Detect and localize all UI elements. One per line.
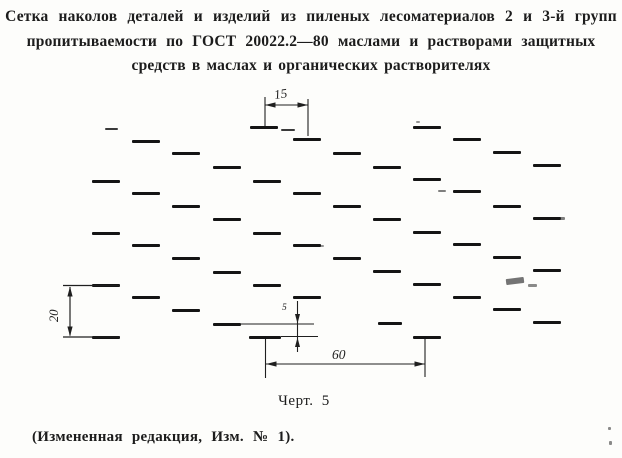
ink-speck [416, 121, 420, 123]
puncture-dash [253, 180, 281, 183]
dimension-label-20: 20 [47, 309, 61, 322]
puncture-dash [250, 126, 278, 129]
puncture-dash [413, 231, 441, 234]
dimension-label-60: 60 [332, 347, 346, 362]
puncture-dash [493, 308, 521, 311]
ink-speck [609, 441, 612, 445]
puncture-dash [453, 190, 481, 193]
puncture-dash [373, 166, 401, 169]
ink-speck [560, 217, 565, 220]
title-line: средств в маслах и органических раствори… [131, 57, 491, 74]
puncture-dash [172, 257, 200, 260]
ink-speck [320, 245, 324, 247]
puncture-dash [333, 257, 361, 260]
puncture-dash [92, 180, 120, 183]
puncture-dash [413, 283, 441, 286]
title-line: пропитываемости по ГОСТ 20022.2—80 масла… [26, 32, 596, 50]
puncture-dash [413, 178, 441, 181]
puncture-dash [378, 322, 402, 325]
puncture-dash [293, 296, 321, 299]
puncture-dash [453, 296, 481, 299]
figure-title: Сетка наколов деталей и изделий из пилен… [0, 5, 622, 79]
puncture-dash [213, 166, 241, 169]
puncture-dash [533, 217, 561, 220]
puncture-dash [413, 126, 441, 129]
puncture-dash [493, 151, 521, 154]
puncture-dash [293, 138, 321, 141]
puncture-dash [253, 284, 281, 287]
ink-speck [608, 427, 611, 430]
puncture-dash [172, 152, 200, 155]
puncture-dash [453, 138, 481, 141]
puncture-dash [293, 244, 321, 247]
ink-speck [528, 284, 537, 287]
puncture-dash [213, 323, 241, 326]
puncture-dash [533, 164, 561, 167]
dimension-top-15: 15 [264, 85, 309, 136]
figure-caption: Черт. 5 [278, 393, 330, 409]
puncture-dash [493, 205, 521, 208]
puncture-dash [213, 271, 241, 274]
puncture-dash [413, 336, 441, 339]
puncture-dash [533, 321, 561, 324]
puncture-dash [213, 218, 241, 221]
title-line: Сетка наколов деталей и изделий из пилен… [5, 8, 617, 25]
puncture-dash [92, 232, 120, 235]
dimension-label-5: 5 [282, 303, 287, 313]
puncture-dash [333, 152, 361, 155]
puncture-dash [373, 218, 401, 221]
puncture-dash [132, 140, 160, 143]
puncture-dash [333, 205, 361, 208]
puncture-dash [453, 243, 481, 246]
puncture-dash [533, 269, 561, 272]
amendment-note: (Измененная редакция, Изм. № 1). [32, 429, 295, 445]
puncture-dash [249, 336, 281, 339]
puncture-dash [253, 232, 281, 235]
puncture-dash [172, 309, 200, 312]
dimension-label-15: 15 [273, 85, 288, 102]
puncture-dash [493, 256, 521, 259]
ink-speck [438, 190, 446, 192]
puncture-dash [293, 192, 321, 195]
puncture-dash [132, 192, 160, 195]
puncture-dash [281, 129, 295, 131]
dimension-left-20: 20 [47, 284, 120, 338]
dimension-small-5: 5 [240, 301, 318, 352]
puncture-dash [105, 128, 118, 130]
puncture-dash [172, 205, 200, 208]
puncture-dash [373, 270, 401, 273]
puncture-dash [132, 244, 160, 247]
dimension-bottom-60: 60 [264, 339, 426, 378]
puncture-dash [132, 296, 160, 299]
